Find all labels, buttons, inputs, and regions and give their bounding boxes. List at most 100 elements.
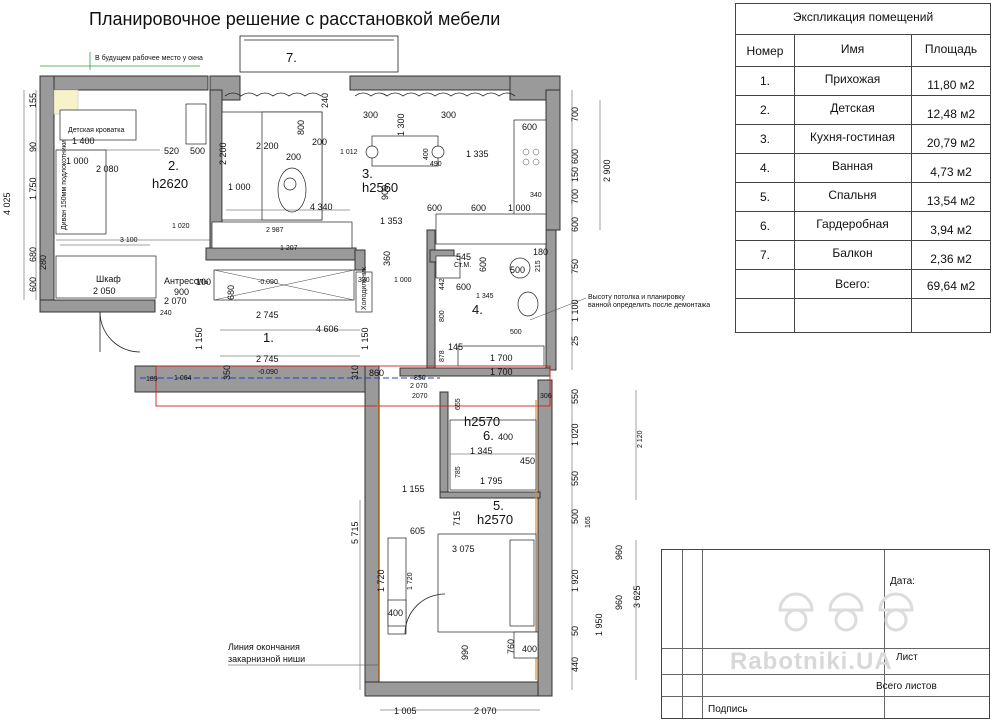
dim: 550 <box>570 471 580 486</box>
total-label: Всего: <box>835 277 870 291</box>
dim: 1 300 <box>396 113 406 136</box>
dim: 3 100 <box>120 237 138 244</box>
row-num: 4. <box>759 161 770 175</box>
dim: 2 050 <box>93 286 116 296</box>
plan-title: Планировочное решение с расстановкой меб… <box>89 9 500 29</box>
dim: 1 020 <box>172 223 190 230</box>
wardrobe-label: Шкаф <box>96 274 121 284</box>
dim: 400 <box>522 644 537 654</box>
watermark-helmets-icon <box>778 592 914 632</box>
row-num: 3. <box>759 132 770 146</box>
room-3-height: h2560 <box>362 180 398 195</box>
dim: 150 <box>570 167 580 182</box>
table-row: 4. Ванная 4,73 м2 <box>736 153 990 183</box>
dim: 600 <box>471 203 486 213</box>
dim: 145 <box>448 342 463 352</box>
room-2-label: 2. <box>168 158 179 173</box>
dim: 3 625 <box>632 585 642 608</box>
dim: 600 <box>522 122 537 132</box>
dim: 165 <box>585 516 592 528</box>
crib-label: Детская кроватка <box>68 127 125 134</box>
dim: 600 <box>456 282 471 292</box>
dim: 550 <box>570 389 580 404</box>
row-name: Балкон <box>832 246 873 260</box>
dim: 360 <box>382 251 392 266</box>
explication-table: Экспликация помещений Номер Имя Площадь … <box>735 3 991 333</box>
row-num: 2. <box>759 103 770 117</box>
dim: 2 120 <box>637 430 644 448</box>
dim: 1 950 <box>594 613 604 636</box>
dim: 1 064 <box>174 375 192 382</box>
dim: 1 000 <box>66 156 89 166</box>
dim: 1 750 <box>28 177 38 200</box>
dim: 990 <box>460 645 470 660</box>
row-area: 13,54 м2 <box>926 194 976 208</box>
table-row: 5. Спальня 13,54 м2 <box>736 182 990 212</box>
dim: 1 720 <box>376 569 386 592</box>
dim: 240 <box>320 93 330 108</box>
dim: 545 <box>456 252 471 262</box>
total-row: Всего: 69,64 м2 <box>736 269 990 299</box>
dim: 1 345 <box>470 446 493 456</box>
dim: 960 <box>614 545 624 560</box>
dim: 600 <box>570 217 580 232</box>
row-name: Кухня-гостиная <box>810 130 895 144</box>
dim: 215 <box>535 260 542 272</box>
dim: 960 <box>614 595 624 610</box>
dim: 500 <box>190 146 205 156</box>
room-3-label: 3. <box>362 166 373 181</box>
dim: 100 <box>196 277 211 287</box>
dim: 50 <box>570 626 580 636</box>
dim: 400 <box>423 148 430 160</box>
dim: 1 150 <box>194 327 204 350</box>
cornice-note-1: Линия окончания <box>228 642 300 652</box>
dim: 2 200 <box>218 142 228 165</box>
row-area: 12,48 м2 <box>926 107 976 121</box>
dim: 600 <box>478 257 488 272</box>
floor-plan: Планировочное решение с расстановкой меб… <box>2 9 710 716</box>
room-5-label: 5. <box>493 498 504 513</box>
dim: 900 <box>380 185 390 200</box>
dim: 520 <box>164 146 179 156</box>
watermark-logo: Rabotniki.UA <box>730 648 893 675</box>
dim: 442 <box>439 278 446 290</box>
kitchen-living: 3. h2560 Ст.М. <box>211 92 547 279</box>
future-desk-note: В будущем рабочее место у окна <box>95 54 203 62</box>
row-num: 6. <box>759 219 770 233</box>
row-area: 2,36 м2 <box>930 252 972 266</box>
row-area: 3,94 м2 <box>930 223 972 237</box>
dim: 189 <box>146 376 158 383</box>
dim: 1 155 <box>402 484 425 494</box>
col-name: Имя <box>840 42 865 56</box>
dim: 155 <box>28 93 38 108</box>
dim: 2 080 <box>96 164 119 174</box>
dim: 300 <box>363 110 378 120</box>
col-number: Номер <box>746 44 784 58</box>
dim: 900 <box>174 287 189 297</box>
dim: 2 070 <box>410 383 428 390</box>
balcony: 7. <box>239 35 399 73</box>
dressing-room: h2570 6. <box>449 414 537 491</box>
dim: 2 900 <box>602 159 612 182</box>
dim: 500 <box>570 509 580 524</box>
dim: 680 <box>226 285 236 300</box>
dim: 25 <box>570 336 580 346</box>
dim: 785 <box>455 466 462 478</box>
dim: 2 745 <box>256 310 279 320</box>
dim: 300 <box>441 110 456 120</box>
total-area: 69,64 м2 <box>926 279 976 293</box>
bedroom: 5. h2570 <box>387 498 539 659</box>
dim: 400 <box>388 608 403 618</box>
dim: 5 715 <box>350 521 360 544</box>
dim: 1 100 <box>570 299 580 322</box>
row-num: 1. <box>759 74 770 88</box>
dim: 1 400 <box>72 136 95 146</box>
dim: 2 745 <box>256 354 279 364</box>
sofa-label: Диван 150мм подлокотники <box>61 140 68 230</box>
total-sheets-label: Всего листов <box>876 681 937 692</box>
dim: 1 000 <box>394 277 412 284</box>
dim: 440 <box>570 657 580 672</box>
dim: 2 070 <box>164 296 187 306</box>
bathroom: 4. Высоту потолка и планировку ванной оп… <box>457 257 710 367</box>
dim: 715 <box>452 511 462 526</box>
